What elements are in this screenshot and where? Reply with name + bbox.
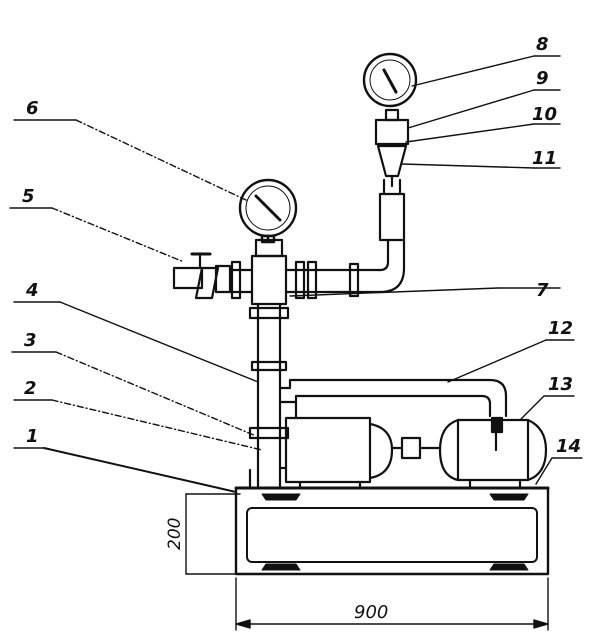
callout-7: 7 (536, 280, 549, 301)
pressure-gauge-6 (238, 178, 298, 244)
valve (172, 252, 232, 300)
callout-4: 4 (25, 280, 39, 301)
gauge-branch (374, 108, 410, 242)
callout-12: 12 (548, 318, 573, 339)
callout-2: 2 (24, 378, 37, 399)
callout-10: 10 (532, 104, 557, 125)
callout-11: 11 (532, 148, 557, 169)
base-frame (234, 486, 550, 576)
leader-lines (9, 55, 583, 493)
coupling (390, 436, 442, 460)
callout-labels: 6 5 4 3 2 1 7 8 9 10 11 12 13 14 (22, 34, 581, 457)
vertical-pipe (248, 302, 290, 490)
callout-6: 6 (26, 98, 39, 119)
callout-5: 5 (22, 186, 35, 207)
pump (284, 416, 394, 490)
callout-13: 13 (548, 374, 573, 395)
callout-3: 3 (24, 330, 37, 351)
callout-9: 9 (536, 68, 549, 89)
dimension-lines (185, 493, 549, 631)
callout-8: 8 (536, 34, 549, 55)
bypass-pipe (278, 378, 508, 420)
dimension-height: 200 (165, 518, 185, 550)
pressure-gauge-8 (362, 52, 418, 108)
callout-1: 1 (26, 426, 39, 447)
motor (438, 416, 548, 490)
dimension-width: 900 (354, 602, 388, 623)
callout-14: 14 (556, 436, 581, 457)
